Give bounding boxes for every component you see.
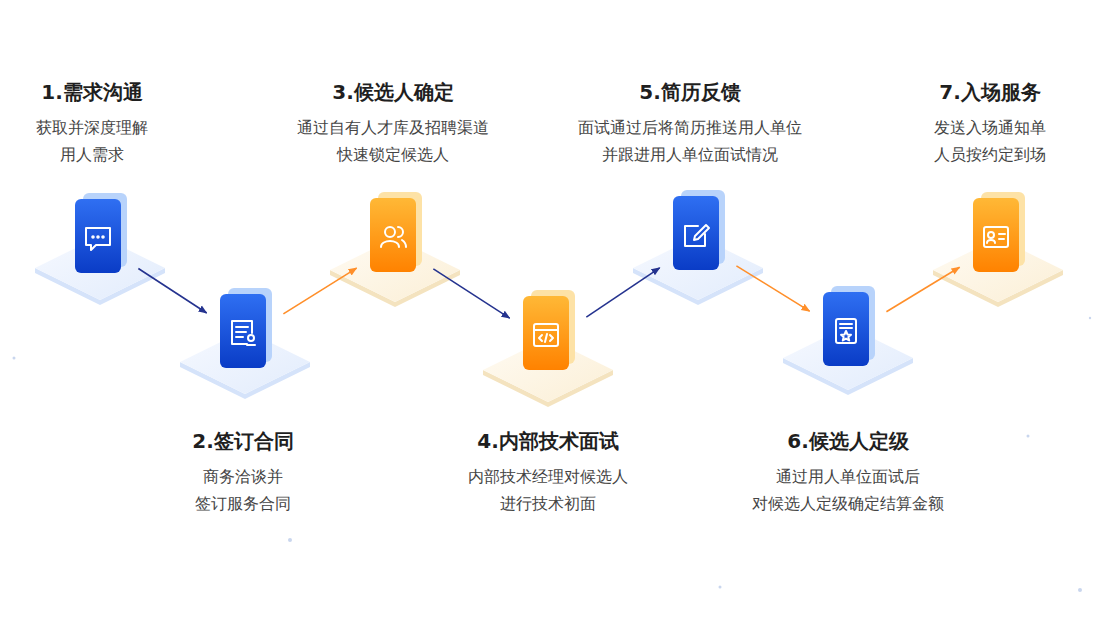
flow-arrow xyxy=(283,268,356,314)
step-node: 2.签订合同商务洽谈并 签订服务合同 xyxy=(210,284,280,392)
step-text: 5.简历反馈面试通过后将简历推送用人单位 并跟进用人单位面试情况 xyxy=(578,80,802,168)
edit-icon xyxy=(685,225,709,246)
icon-tile xyxy=(75,193,127,273)
step-node: 3.候选人确定通过自有人才库及招聘渠道 快速锁定候选人 xyxy=(360,188,430,300)
flow-arrow xyxy=(886,267,959,311)
step-title: 2.签订合同 xyxy=(192,429,294,453)
icon-tile xyxy=(523,290,575,370)
chat-icon xyxy=(86,228,110,250)
step-description: 发送入场通知单 人员按约定到场 xyxy=(934,114,1046,168)
icon-tile xyxy=(370,192,422,272)
icon-tile xyxy=(823,286,875,366)
step-description: 商务洽谈并 签订服务合同 xyxy=(195,463,291,517)
step-title: 5.简历反馈 xyxy=(639,80,741,104)
step-text: 6.候选人定级通过用人单位面试后 对候选人定级确定结算金额 xyxy=(752,429,944,517)
step-title: 7.入场服务 xyxy=(939,80,1041,104)
step-text: 2.签订合同商务洽谈并 签订服务合同 xyxy=(192,429,294,517)
people-icon xyxy=(381,227,406,247)
icon-tile xyxy=(220,288,272,368)
step-description: 内部技术经理对候选人 进行技术初面 xyxy=(468,463,628,517)
step-node: 4.内部技术面试内部技术经理对候选人 进行技术初面 xyxy=(513,286,583,400)
step-text: 1.需求沟通获取并深度理解 用人需求 xyxy=(36,80,148,168)
step-title: 1.需求沟通 xyxy=(41,80,143,104)
id-card-icon xyxy=(984,227,1008,247)
icon-tile xyxy=(973,192,1025,272)
contract-icon xyxy=(232,321,255,345)
flow-arrow xyxy=(586,268,659,317)
step-title: 6.候选人定级 xyxy=(787,429,909,453)
step-description: 通过用人单位面试后 对候选人定级确定结算金额 xyxy=(752,463,944,517)
step-text: 7.入场服务发送入场通知单 人员按约定到场 xyxy=(934,80,1046,168)
flow-arrow xyxy=(433,269,509,318)
step-node: 7.入场服务发送入场通知单 人员按约定到场 xyxy=(963,188,1033,300)
step-text: 4.内部技术面试内部技术经理对候选人 进行技术初面 xyxy=(468,429,628,517)
step-description: 通过自有人才库及招聘渠道 快速锁定候选人 xyxy=(297,114,489,168)
step-text: 3.候选人确定通过自有人才库及招聘渠道 快速锁定候选人 xyxy=(297,80,489,168)
step-description: 面试通过后将简历推送用人单位 并跟进用人单位面试情况 xyxy=(578,114,802,168)
flow-arrow xyxy=(736,266,809,311)
step-node: 5.简历反馈面试通过后将简历推送用人单位 并跟进用人单位面试情况 xyxy=(663,186,733,298)
step-node: 1.需求沟通获取并深度理解 用人需求 xyxy=(65,189,135,298)
flow-arrow xyxy=(138,268,206,313)
step-title: 4.内部技术面试 xyxy=(477,429,619,453)
rating-icon xyxy=(836,319,856,343)
icon-tile xyxy=(673,190,725,270)
step-node: 6.候选人定级通过用人单位面试后 对候选人定级确定结算金额 xyxy=(813,282,883,388)
step-title: 3.候选人确定 xyxy=(332,80,454,104)
code-icon xyxy=(534,324,558,346)
step-description: 获取并深度理解 用人需求 xyxy=(36,114,148,168)
